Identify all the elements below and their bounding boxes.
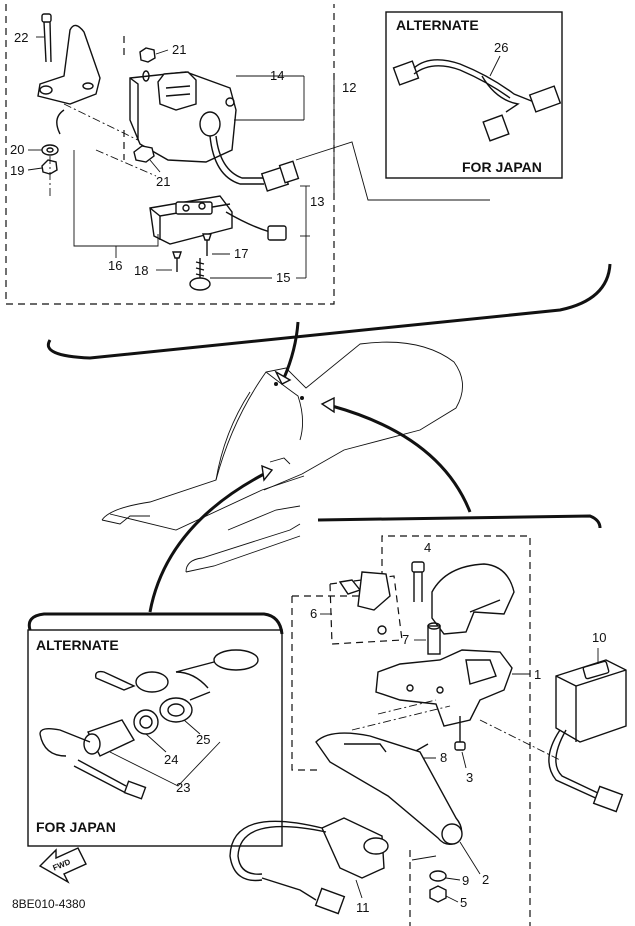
- lever-cover: [431, 563, 515, 635]
- bolt-4: [411, 561, 425, 602]
- nut-21-top: [139, 47, 156, 82]
- top-detail-panel: 22 20 19: [5, 4, 490, 305]
- callout-12: 12: [342, 80, 356, 95]
- callout-20: 20: [10, 142, 24, 157]
- callout-7: 7: [402, 632, 409, 647]
- connector-14: [260, 160, 300, 192]
- callout-3: 3: [466, 770, 473, 785]
- callout-25: 25: [196, 732, 210, 747]
- callout-21-top: 21: [172, 42, 186, 57]
- callout-6: 6: [310, 606, 317, 621]
- sleeve-7: [427, 622, 441, 655]
- lever-holder-1: [375, 649, 513, 727]
- top-arrow: [282, 321, 300, 379]
- switch-11: [229, 817, 389, 915]
- callout-5: 5: [460, 895, 467, 910]
- callout-8: 8: [440, 750, 447, 765]
- alternate-top-footer: FOR JAPAN: [462, 159, 542, 175]
- screw-17: [202, 233, 212, 256]
- alternate-panel-top: ALTERNATE 26 FOR JAPAN: [385, 11, 563, 179]
- top-panel-frame: [5, 4, 335, 305]
- bottom-arrow-handlebar: [331, 404, 472, 513]
- callout-22: 22: [14, 30, 28, 45]
- callout-15: 15: [276, 270, 290, 285]
- harness-26: [392, 59, 562, 142]
- key-ring-24: [133, 709, 159, 735]
- key-lanyard: [94, 649, 259, 693]
- callout-13: 13: [310, 194, 324, 209]
- callout-9: 9: [462, 873, 469, 888]
- callout-19: 19: [10, 163, 24, 178]
- callout-4: 4: [424, 540, 431, 555]
- diagram-code: 8BE010-4380: [12, 897, 86, 911]
- switch-housing-14: [129, 71, 237, 163]
- callout-24: 24: [164, 752, 178, 767]
- bottom-arrow-key: [148, 472, 265, 613]
- callout-11: 11: [356, 900, 370, 915]
- alternate-bottom-footer: FOR JAPAN: [36, 819, 116, 835]
- nut-21-bottom: [133, 145, 155, 163]
- alternate-bottom-zoom: [27, 612, 284, 635]
- screw-18: [172, 251, 182, 272]
- key-switch-25: [159, 691, 211, 723]
- main-switch-23: [39, 719, 147, 800]
- callout-18: 18: [134, 263, 148, 278]
- callout-1: 1: [534, 667, 541, 682]
- callout-10: 10: [592, 630, 606, 645]
- screw-15: [189, 258, 211, 291]
- snowmobile-outline: [101, 341, 463, 573]
- callout-14: 14: [270, 68, 284, 83]
- washer-9: [429, 870, 447, 882]
- fwd-arrow-icon: FWD: [38, 847, 87, 884]
- alternate-box-bottom: [27, 629, 283, 847]
- bolt-22: [41, 13, 52, 63]
- brake-lever-2: [315, 732, 463, 845]
- switch-unit-10: [548, 659, 627, 813]
- bottom-detail-panel: 4 6 7 1: [229, 535, 627, 926]
- callout-26: 26: [494, 40, 508, 55]
- screw-3: [454, 716, 466, 751]
- switch-unit-13: [149, 195, 287, 245]
- top-zoom-callout: [46, 263, 612, 360]
- callout-2: 2: [482, 872, 489, 887]
- callout-16: 16: [108, 258, 122, 273]
- washer-20: [41, 144, 59, 156]
- alternate-panel-bottom: ALTERNATE 25 24: [27, 612, 284, 847]
- bottom-zoom-callout: [317, 514, 602, 529]
- nut-5: [429, 885, 447, 903]
- callout-23: 23: [176, 780, 190, 795]
- callout-17: 17: [234, 246, 248, 261]
- alternate-box-top: [385, 11, 563, 179]
- bracket: [37, 24, 101, 135]
- alternate-top-heading: ALTERNATE: [396, 17, 479, 33]
- switch-6-box: [329, 571, 403, 645]
- callout-21-bottom: 21: [156, 174, 170, 189]
- alternate-bottom-heading: ALTERNATE: [36, 637, 119, 653]
- nut-19: [41, 159, 58, 175]
